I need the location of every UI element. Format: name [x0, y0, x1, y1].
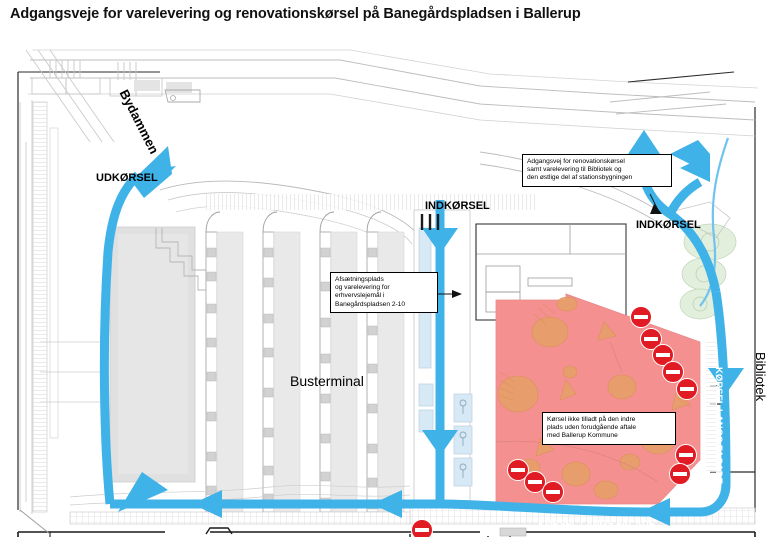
arrowhead-bottom-1 [372, 490, 402, 518]
bus-platforms [205, 211, 405, 513]
no-entry-sign [524, 471, 546, 493]
map-label-korsel-bottom: KØRSEL LANGS FACADE [538, 519, 656, 530]
watercourse [699, 137, 730, 307]
route-top-branch [665, 178, 703, 217]
arrowhead-bottom-3 [118, 472, 168, 512]
arrowhead-facade-bottom [640, 498, 670, 526]
arrowhead-indkorsel-mid [422, 228, 458, 254]
callout-line: plads uden forudgående aftale [547, 424, 637, 432]
route-arrowheads [118, 130, 744, 526]
arrowhead-udkorsel-tip [132, 146, 172, 198]
callout-line: erhvervslejemål i [335, 292, 385, 300]
busterminal-area [109, 180, 536, 513]
callout-line: Banegårdspladsen 2-10 [335, 300, 406, 308]
no-entry-bar [545, 490, 561, 494]
no-entry-sign [507, 459, 529, 481]
map-label-indkorsel-mid: INDKØRSEL [425, 200, 490, 212]
no-entry-bar [527, 480, 543, 484]
no-entry-sign [411, 519, 433, 537]
no-entry-bar [643, 337, 659, 341]
map-label-udkorsel: UDKØRSEL [96, 172, 158, 184]
no-entry-bar [672, 472, 688, 476]
no-entry-sign [662, 361, 684, 383]
arrowhead-indkorsel-right [628, 130, 660, 154]
map-label-indkorsel-right: INDKØRSEL [636, 219, 701, 231]
bydammen-road [28, 49, 759, 137]
callout-line: Afsætningsplads [335, 276, 384, 283]
no-entry-sign [676, 378, 698, 400]
barrier-ticks [420, 214, 440, 230]
no-entry-bar [655, 353, 671, 357]
no-entry-signs-layer [10, 42, 773, 537]
callout-line: samt varelevering til Bibliotek og [527, 166, 622, 174]
no-entry-bar [665, 370, 681, 374]
page-title: Adgangsveje for varelevering og renovati… [10, 6, 581, 22]
no-entry-bar [678, 453, 694, 457]
left-rail-strip [32, 101, 59, 513]
route-facade-bottom [650, 483, 731, 517]
arrowhead-mid-lower [422, 430, 458, 456]
route-west-leg [99, 171, 142, 505]
map-svg [10, 42, 773, 537]
callout-line: den østlige del af stationsbygningen [527, 174, 633, 182]
arrowhead-right-vertical [708, 368, 744, 394]
no-entry-bar [679, 387, 695, 391]
bibliotek-hatch [706, 342, 716, 472]
arrowhead-top-branch-2 [670, 140, 710, 168]
stationsbygning-footprint [17, 509, 756, 537]
callout-line: Adgangsvej for renovationskørsel [527, 158, 625, 165]
no-entry-sign [542, 481, 564, 503]
callout-line: Kørsel ikke tilladt på den indre [547, 416, 636, 423]
no-entry-bar [633, 315, 649, 319]
callout-line: med Ballerup Kommune [547, 432, 618, 440]
no-entry-sign [630, 306, 652, 328]
no-entry-bar [510, 468, 526, 472]
map-label-busterminal: Busterminal [290, 373, 364, 389]
no-entry-sign [669, 463, 691, 485]
callout-line: og varelevering for [335, 284, 390, 292]
topleft-paths [19, 49, 115, 514]
route-bottomright [439, 499, 651, 517]
arrowhead-bottom-2 [192, 490, 222, 518]
no-entry-bar [414, 528, 430, 532]
